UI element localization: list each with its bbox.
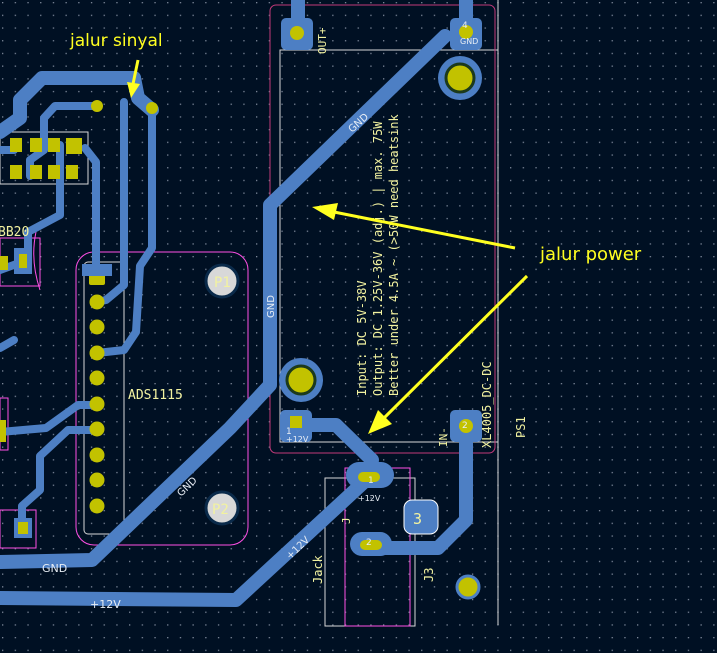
annotations: jalur sinyal jalur power <box>69 31 642 434</box>
header-pad[interactable] <box>48 165 60 179</box>
ads1115-pin[interactable] <box>89 472 105 488</box>
header-pad[interactable] <box>10 138 22 152</box>
pad1-module-number: 1 <box>286 427 292 437</box>
in-minus-pad[interactable] <box>459 419 473 433</box>
signal-arrow-head <box>127 82 140 98</box>
signal-annotation-text: jalur sinyal <box>69 31 163 51</box>
signal-trace-6 <box>18 426 101 532</box>
pin-header <box>10 138 82 179</box>
bb20-courtyard <box>0 237 41 287</box>
in-minus-label: IN- <box>437 427 450 447</box>
courtyard-curve <box>33 231 41 291</box>
pad-labels: 1 +12V 2 4 GND 1 +12V 2 <box>286 21 478 548</box>
header-pad[interactable] <box>30 165 42 179</box>
pads <box>0 18 482 600</box>
ads1115-pin[interactable] <box>89 294 105 310</box>
bb20-pad-2[interactable] <box>0 256 8 270</box>
silkscreen: P1 P2 ADS1115 BB20 3 Input: DC 5V-38V Ou… <box>0 27 528 584</box>
j3-ref-label: J3 <box>422 568 436 582</box>
j3-pad1-net: +12V <box>358 494 381 503</box>
gnd-trace-main <box>0 29 452 569</box>
ads1115-pin[interactable] <box>89 498 105 514</box>
header-pad[interactable] <box>30 138 42 152</box>
plus12v-pad[interactable] <box>290 416 302 428</box>
ads1115-pin[interactable] <box>89 447 105 463</box>
j3-pad3-label: 3 <box>413 510 422 528</box>
gnd-pad[interactable] <box>459 25 473 39</box>
ps1-value-label: XL4005_DC-DC <box>480 361 494 448</box>
j3-pad2-number: 2 <box>366 538 372 548</box>
p2-label: P2 <box>212 502 229 518</box>
signal-arrow-shaft <box>131 59 140 85</box>
p2-mount-pad[interactable] <box>204 490 240 526</box>
p1-label: P1 <box>214 275 231 291</box>
power-arrow-1-head <box>312 203 338 220</box>
left-part-courtyard <box>0 397 9 451</box>
j3-value-label: Jack <box>311 554 325 584</box>
bb20-label: BB20 <box>0 225 29 240</box>
signal-trace-1 <box>26 102 101 180</box>
ads1115-pin-trace-stub <box>82 264 112 276</box>
j3-pad3-bg <box>403 499 439 535</box>
plus12v-net-label-2: +12V <box>90 598 121 611</box>
ads1115-pin[interactable] <box>89 421 105 437</box>
ps1-ref-label: PS1 <box>514 416 528 438</box>
signal-trace-10 <box>0 336 18 352</box>
signal-trace-4 <box>81 144 100 280</box>
signal-pad-left[interactable] <box>91 100 103 112</box>
copper-traces <box>0 0 473 607</box>
signal-trace-7 <box>0 401 101 436</box>
in-minus-trace <box>365 421 473 555</box>
ads1115-pin[interactable] <box>89 370 105 386</box>
out-plus-pad[interactable] <box>290 26 304 40</box>
j3-mount-hole[interactable] <box>455 574 481 600</box>
header-pad[interactable] <box>48 138 60 152</box>
ads1115-pin[interactable] <box>89 396 105 412</box>
gnd-net-label-4: GND <box>42 562 67 575</box>
j3-ref-small: J <box>340 517 353 524</box>
signal-trace-2 <box>93 106 156 357</box>
module-hole-bottom-ring[interactable] <box>285 364 317 396</box>
power-annotation-text: jalur power <box>539 244 642 265</box>
header-pad[interactable] <box>10 165 22 179</box>
power-arrow-2-shaft <box>382 274 529 420</box>
signal-pad-right[interactable] <box>146 102 158 114</box>
signal-trace-3 <box>24 141 64 266</box>
module-hole-top-ring[interactable] <box>444 62 476 94</box>
ads1115-pins <box>82 264 112 514</box>
plus12v-trace-main <box>0 475 371 607</box>
pad4-net: GND <box>460 37 478 46</box>
j3-pad2[interactable] <box>360 540 382 550</box>
power-arrow-1-shaft <box>333 210 516 250</box>
ads1115-header-outline <box>83 261 125 535</box>
header-pad[interactable] <box>66 165 78 179</box>
gnd-net-label-2: GND <box>266 295 277 318</box>
j3-pad1-number: 1 <box>368 476 374 486</box>
signal-loop-trace <box>0 71 141 139</box>
ads1115-pin[interactable] <box>89 345 105 361</box>
left-pad[interactable] <box>18 522 28 534</box>
pad4-number: 4 <box>462 21 468 31</box>
power-arrow-2-head <box>368 410 392 434</box>
ads1115-label: ADS1115 <box>128 388 183 403</box>
power-traces <box>0 0 473 607</box>
ads1115-pin[interactable] <box>89 319 105 335</box>
module-text-line1: Input: DC 5V-38V <box>355 280 369 396</box>
left-edge-pad[interactable] <box>0 420 6 442</box>
j3-pad1[interactable] <box>358 472 380 482</box>
p1-mount-pad[interactable] <box>204 263 240 299</box>
pad1-module-net: +12V <box>286 435 309 444</box>
out-plus-label: OUT+ <box>316 27 329 54</box>
module-text-line2: Output: DC 1.25V-36V (adj.) | max. 75W <box>371 121 385 396</box>
module-text-line3: Better under 4.5A ~ (>50W need heatsink <box>387 113 401 396</box>
pad2-module-number: 2 <box>462 421 468 431</box>
header-pad-square[interactable] <box>66 138 82 154</box>
bb20-pad[interactable] <box>19 254 27 268</box>
